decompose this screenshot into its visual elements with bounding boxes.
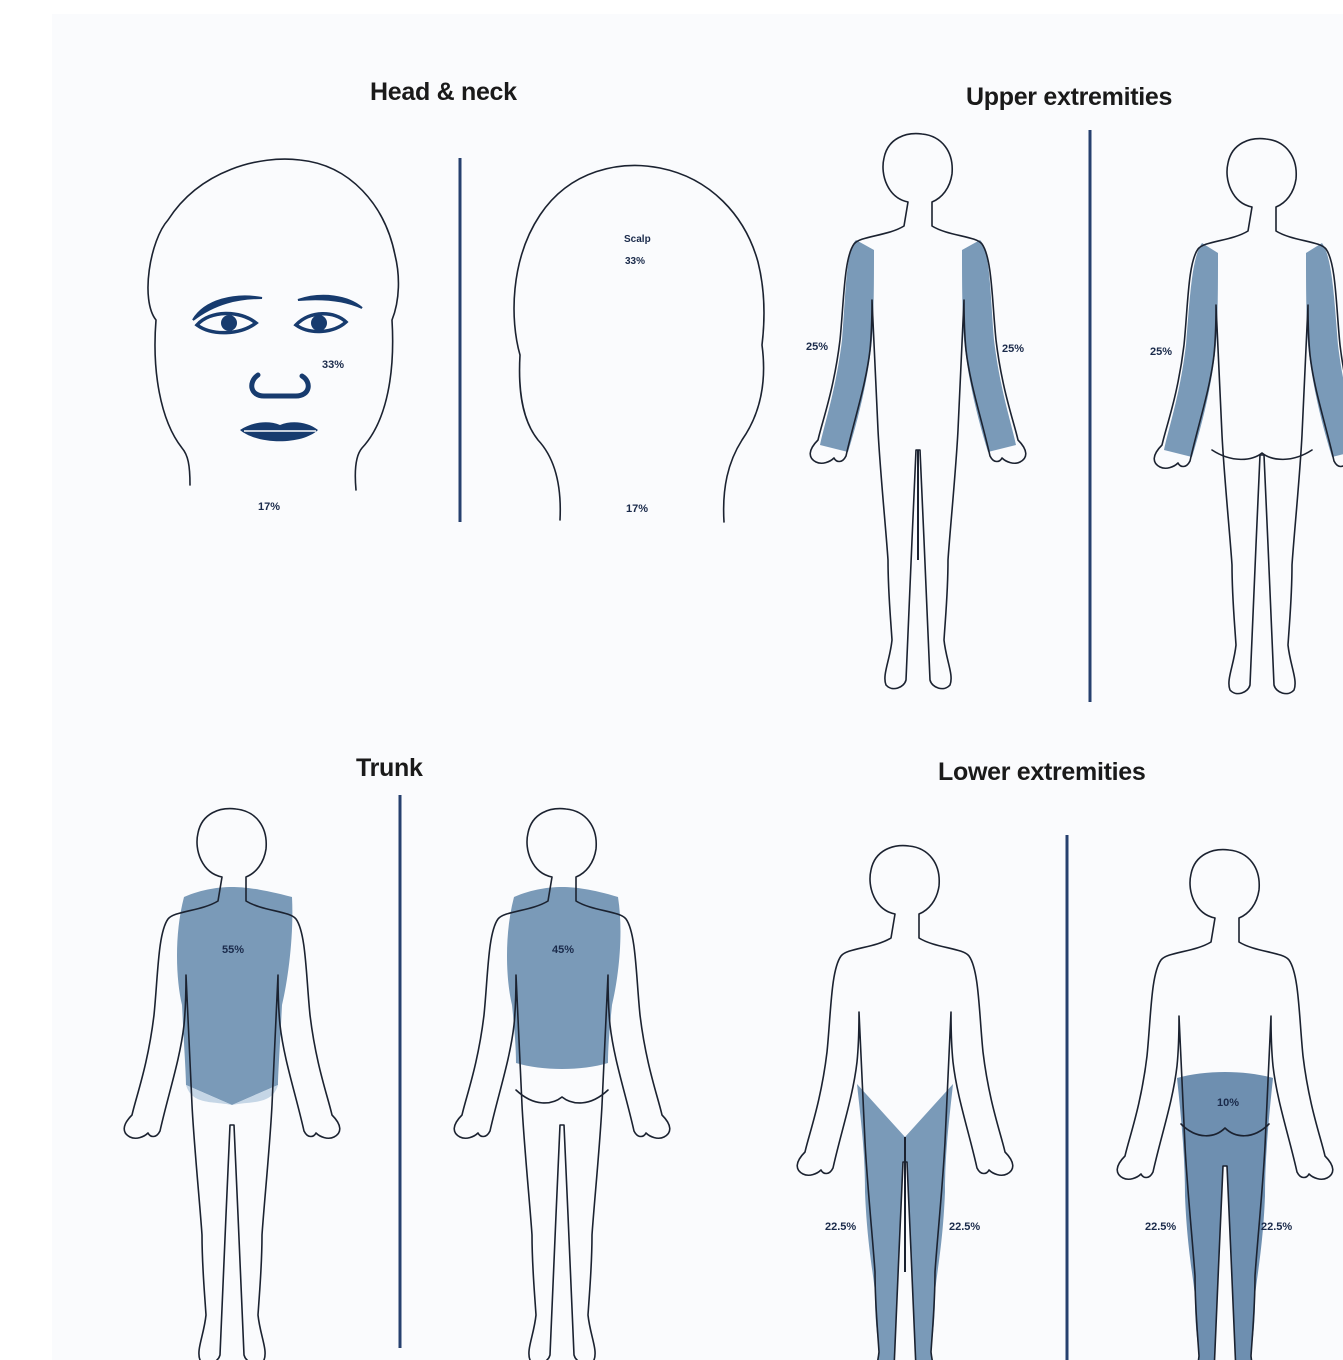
lower-extremities-title: Lower extremities xyxy=(938,758,1146,787)
lower-front-right-percent: 22.5% xyxy=(949,1221,980,1233)
upper-extremities-title: Upper extremities xyxy=(966,83,1172,112)
head-neck-title: Head & neck xyxy=(370,78,517,107)
upper-front-left-percent: 25% xyxy=(806,341,828,353)
trunk-front-percent: 55% xyxy=(222,944,244,956)
scan-area xyxy=(52,14,1343,1360)
trunk-back-shade xyxy=(507,887,620,1069)
lower-back-left-percent: 22.5% xyxy=(1145,1221,1176,1233)
upper-front-right-percent: 25% xyxy=(1002,343,1024,355)
lower-back-buttocks-percent: 10% xyxy=(1217,1097,1239,1109)
trunk-back-percent: 45% xyxy=(552,944,574,956)
lower-back-right-percent: 22.5% xyxy=(1261,1221,1292,1233)
trunk-front-shade xyxy=(177,887,292,1105)
scalp-label: Scalp xyxy=(624,234,651,245)
lower-front-left-percent: 22.5% xyxy=(825,1221,856,1233)
face-percent-label: 33% xyxy=(322,359,344,371)
trunk-title: Trunk xyxy=(356,754,423,783)
upper-back-left-percent: 25% xyxy=(1150,346,1172,358)
scalp-percent-label: 33% xyxy=(625,256,645,267)
neck-front-percent-label: 17% xyxy=(258,501,280,513)
neck-back-percent-label: 17% xyxy=(626,503,648,515)
